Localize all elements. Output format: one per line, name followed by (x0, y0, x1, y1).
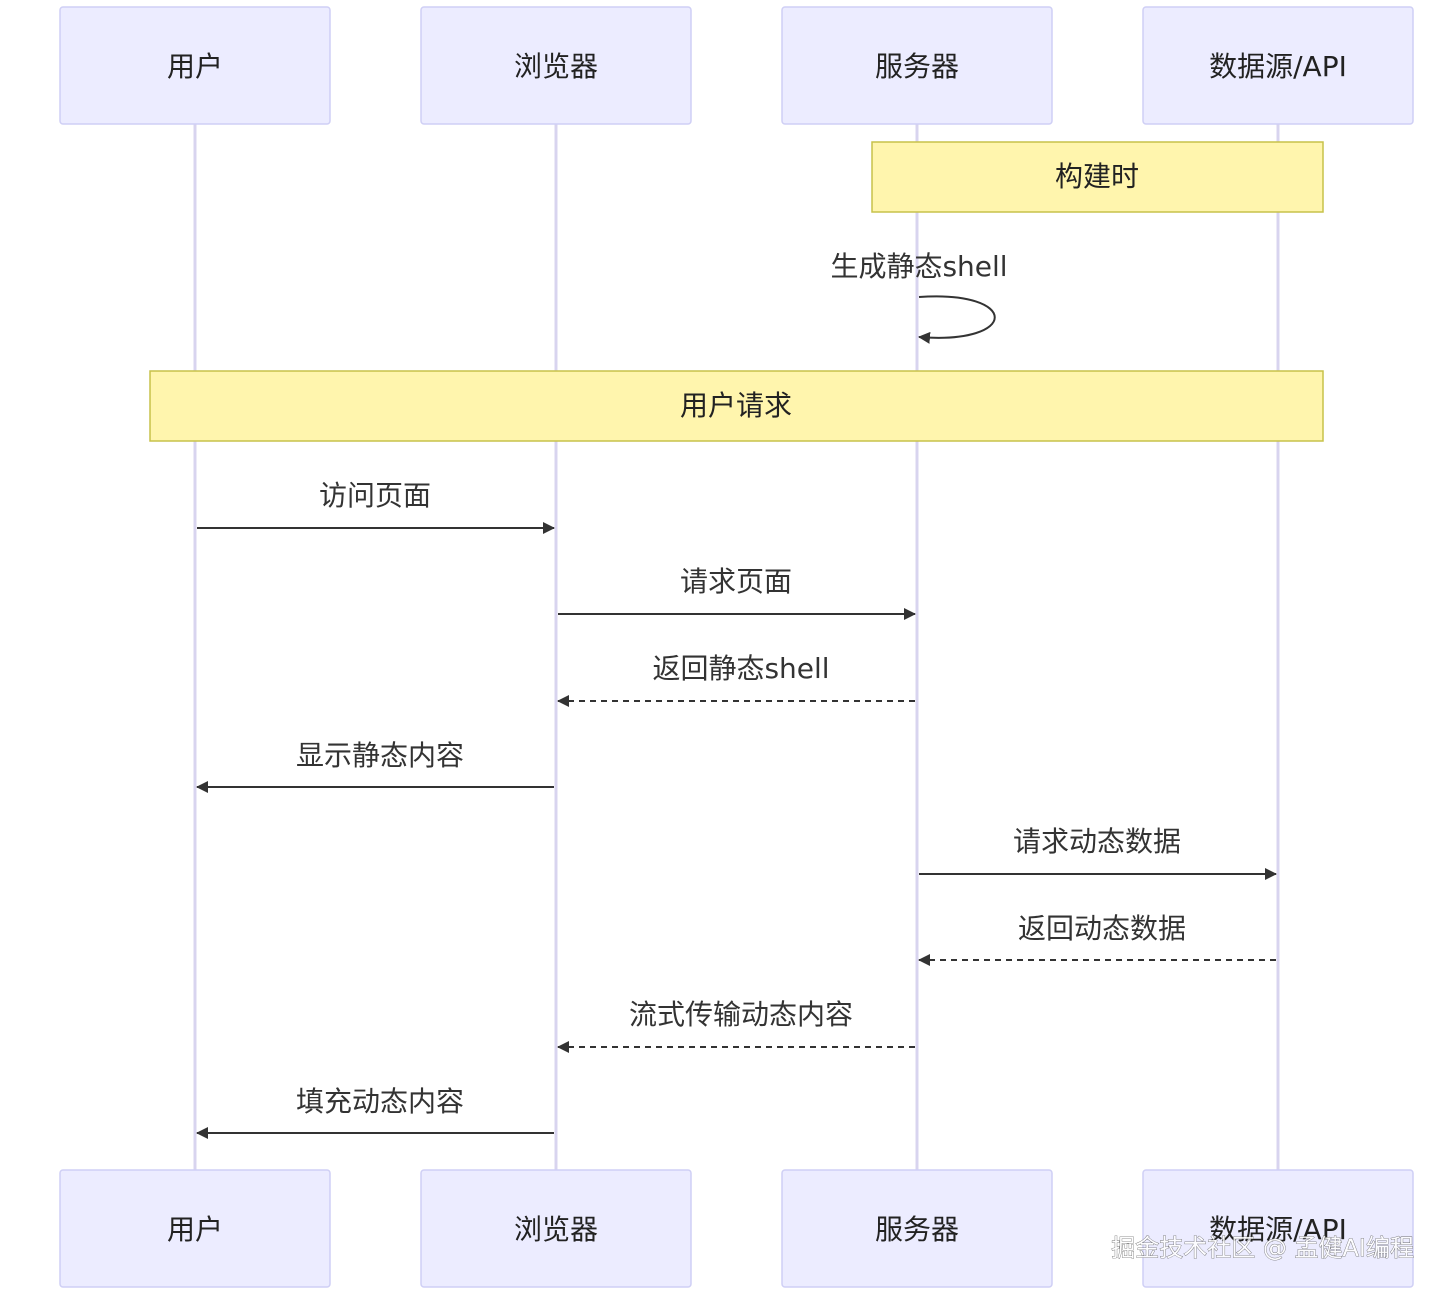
message-visit-page: 访问页面 (197, 479, 555, 534)
participant-top-server: 服务器 (781, 6, 1053, 125)
note-user-request: 用户请求 (149, 370, 1324, 442)
message-label: 填充动态内容 (296, 1085, 464, 1118)
message-label: 返回静态shell (652, 652, 829, 685)
participant-top-user: 用户 (59, 6, 331, 125)
message-label: 访问页面 (319, 479, 431, 512)
participant-label: 服务器 (875, 1213, 959, 1246)
participant-bottom-datasource: 数据源/API (1142, 1169, 1414, 1288)
participant-label: 浏览器 (514, 1213, 598, 1246)
message-label: 流式传输动态内容 (629, 998, 853, 1031)
message-return-dynamic-data: 返回动态数据 (918, 912, 1276, 966)
participant-label: 用户 (167, 1213, 223, 1246)
message-label: 返回动态数据 (1018, 912, 1186, 945)
message-request-page: 请求页面 (558, 565, 916, 620)
note-build-time: 构建时 (871, 141, 1324, 213)
participant-label: 数据源/API (1209, 50, 1347, 83)
self-loop-arrow (918, 295, 996, 344)
message-label: 显示静态内容 (296, 739, 464, 772)
message-label: 生成静态shell (830, 250, 1007, 283)
message-generate-static-shell: 生成静态shell (830, 250, 1008, 344)
participant-label: 服务器 (875, 50, 959, 83)
participant-bottom-browser: 浏览器 (420, 1169, 692, 1288)
participant-top-datasource: 数据源/API (1142, 6, 1414, 125)
participant-label: 用户 (167, 50, 223, 83)
note-label: 用户请求 (680, 389, 792, 422)
watermark-text: 掘金技术社区 @ 孟健AI编程 (1111, 1234, 1414, 1262)
message-return-static-shell: 返回静态shell (557, 652, 915, 707)
participant-bottom-user: 用户 (59, 1169, 331, 1288)
participant-label: 数据源/API (1209, 1213, 1347, 1246)
message-stream-dynamic-content: 流式传输动态内容 (557, 998, 915, 1053)
message-request-dynamic-data: 请求动态数据 (919, 825, 1277, 880)
message-show-static-content: 显示静态内容 (196, 739, 554, 793)
participant-bottom-server: 服务器 (781, 1169, 1053, 1288)
message-label: 请求动态数据 (1013, 825, 1181, 858)
note-label: 构建时 (1055, 160, 1139, 193)
participant-top-browser: 浏览器 (420, 6, 692, 125)
message-fill-dynamic-content: 填充动态内容 (196, 1085, 554, 1139)
participant-label: 浏览器 (514, 50, 598, 83)
message-label: 请求页面 (680, 565, 792, 598)
